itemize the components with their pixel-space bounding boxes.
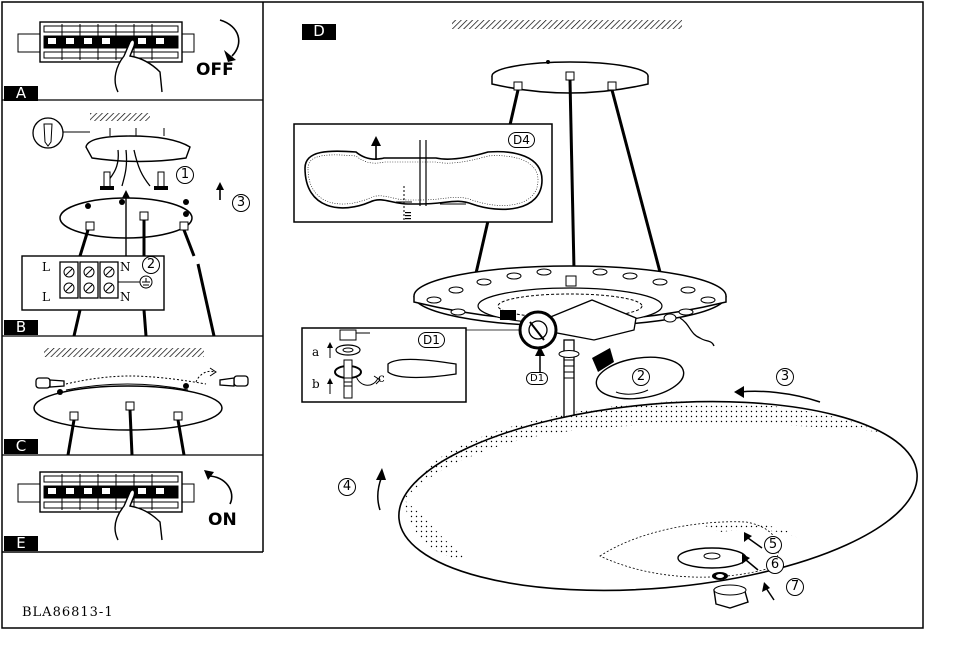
detail-d1-label: D1 [418, 332, 445, 348]
step-number-d4: 4 [338, 478, 356, 496]
panel-b-ceiling-wiring [4, 113, 224, 337]
substep-c: c [378, 371, 385, 385]
step-number-d3: 3 [776, 368, 794, 386]
substep-a: a [312, 345, 320, 359]
panel-a-breaker-off [4, 19, 240, 100]
glass-shade [398, 400, 918, 592]
step-number-d6: 6 [766, 556, 784, 574]
document-code: BLA86813-1 [22, 605, 114, 620]
panel-a-label: A [4, 86, 38, 101]
detail-d4-label: D4 [508, 132, 535, 148]
terminal-label-n-bottom: N [120, 290, 131, 304]
panel-a-off-text: OFF [196, 60, 234, 80]
panel-e-breaker-on [4, 470, 233, 550]
terminal-label-l-bottom: L [42, 290, 50, 304]
step-number-3: 3 [232, 194, 250, 212]
panel-e-on-text: ON [208, 510, 237, 530]
substep-b: b [312, 377, 320, 391]
panel-c-label: C [4, 439, 38, 454]
terminal-label-l-top: L [42, 260, 50, 274]
lamp-shade-section [304, 150, 543, 211]
step-number-d2: 2 [632, 368, 650, 386]
terminal-label-n-top: N [120, 260, 131, 274]
panel-e-label: E [4, 536, 38, 551]
hand-icon [114, 489, 163, 541]
step-number-2: 2 [142, 256, 160, 274]
detail-d1-callout: D1 [526, 372, 549, 385]
screw-icon [35, 375, 249, 389]
panel-b-label: B [4, 320, 38, 335]
step-number-1: 1 [176, 166, 194, 184]
panel-d-lamp-assembly [293, 20, 918, 609]
panel-c-mount-canopy [4, 348, 249, 456]
hand-icon [114, 39, 163, 93]
page-frame [1, 1, 924, 629]
panel-d-label: D [302, 24, 336, 39]
step-number-d7: 7 [786, 578, 804, 596]
detail-d4 [293, 123, 553, 223]
step-number-d5: 5 [764, 536, 782, 554]
